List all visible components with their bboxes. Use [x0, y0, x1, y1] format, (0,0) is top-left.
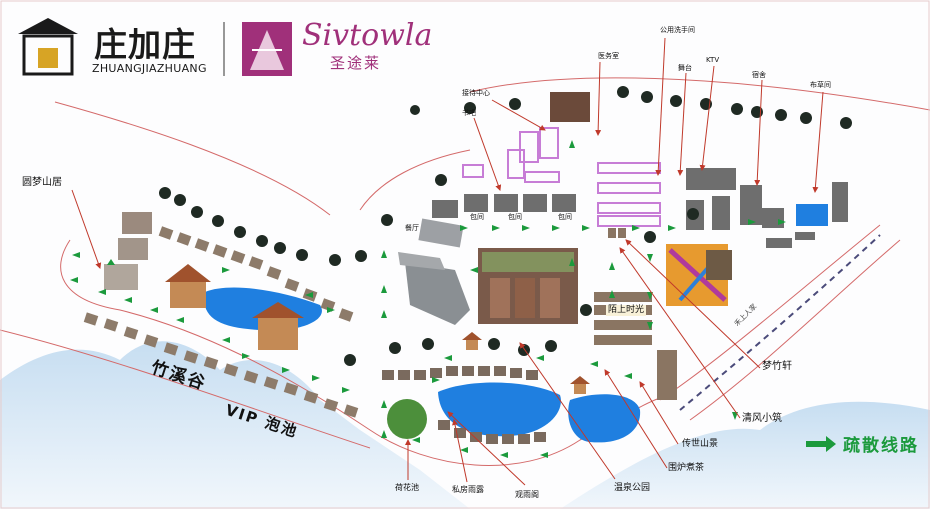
road-dashes — [679, 234, 881, 411]
inner-boundary — [359, 149, 471, 211]
label-baojian-2: 包间 — [508, 213, 522, 221]
label-gongyong: 公用洗手间 — [660, 26, 695, 34]
road-line-3 — [689, 239, 901, 421]
label-baojian-1: 包间 — [470, 213, 484, 221]
label-chuanshi: 传世山景 — [682, 439, 719, 449]
partner-name-cn: 圣途莱 — [330, 54, 382, 72]
top-houses — [432, 168, 848, 248]
brand-name-cn: 庄加庄 — [94, 25, 196, 64]
yuanmeng-cabins — [104, 212, 152, 290]
label-hehua: 荷花池 — [395, 483, 419, 492]
plaza-strip — [398, 252, 445, 270]
label-yiwushi: 医务室 — [598, 52, 619, 60]
partner-name-script: Sivtowla — [302, 18, 433, 53]
label-bucaojian: 布草间 — [810, 81, 831, 89]
label-qingfeng: 清风小筑 — [742, 413, 782, 424]
label-shuba: 书吧 — [462, 109, 476, 117]
lotus-pond — [387, 399, 427, 439]
label-baojian-3: 包间 — [558, 213, 572, 221]
mountain-left — [0, 341, 470, 509]
dorm-pool — [796, 204, 828, 226]
hot-spring-pool-2 — [568, 394, 641, 443]
road-line-1 — [0, 329, 371, 449]
hot-spring-pool — [438, 382, 561, 437]
label-sushe: 宿舍 — [752, 71, 766, 79]
road-line-2 — [659, 224, 881, 401]
label-guanyu: 观雨阁 — [515, 490, 539, 499]
pergolas — [462, 127, 661, 227]
sivtowla-logo — [242, 22, 292, 76]
legend-arrow — [806, 436, 836, 452]
label-mengzhu: 梦竹轩 — [762, 361, 792, 372]
vip-pavilion-2 — [252, 302, 304, 350]
label-wenquan: 温泉公园 — [614, 483, 651, 493]
plaza-left — [405, 262, 470, 325]
label-jiedai: 接待中心 — [462, 89, 490, 97]
boundary-line-outer — [54, 101, 331, 216]
mountain-right — [560, 401, 930, 509]
trees — [159, 86, 852, 366]
label-wutai: 舞台 — [678, 64, 692, 72]
brand-name-en: ZHUANGJIAZHUANG — [92, 62, 207, 75]
evacuation-arrows — [70, 140, 786, 458]
label-weilu: 围炉煮茶 — [668, 463, 705, 473]
label-sifang: 私房雨露 — [452, 485, 484, 494]
leader-lines — [71, 37, 824, 486]
label-canting: 餐厅 — [405, 224, 419, 232]
left-chalets — [83, 226, 359, 418]
mengzhu-house — [706, 250, 732, 280]
label-yuanmeng: 圆梦山居 — [22, 177, 62, 188]
legend-evacuation-label: 疏散线路 — [843, 436, 919, 456]
zhuangjiazhuang-logo — [18, 18, 78, 76]
boundary-line-top — [469, 77, 930, 111]
spring-chalets — [382, 366, 546, 444]
label-poshang: 陌上时光 — [606, 305, 647, 316]
small-pavilions — [462, 332, 590, 394]
canting-block — [418, 218, 464, 248]
vip-pavilion-1 — [165, 264, 211, 308]
label-ktv: KTV — [706, 56, 720, 64]
reception-building — [550, 92, 590, 122]
